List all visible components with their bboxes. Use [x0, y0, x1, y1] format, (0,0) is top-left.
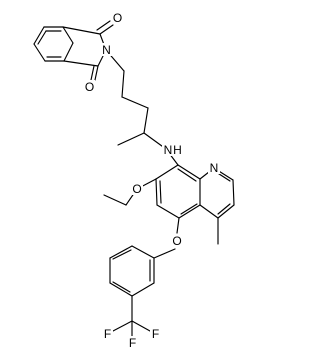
bond: [109, 282, 133, 297]
bond: [63, 42, 74, 62]
bond: [131, 245, 155, 259]
atom-fluorine-left: F: [102, 327, 113, 341]
bond: [155, 164, 179, 180]
bond: [94, 65, 99, 81]
atom-nitrogen-amine: N H: [162, 143, 184, 157]
atom-labels: O O N N H N O O F: [84, 11, 220, 350]
bond: [180, 203, 198, 215]
bond: [103, 194, 127, 206]
bond: [99, 24, 114, 35]
bond: [156, 204, 180, 219]
bond: [155, 178, 158, 206]
bond: [177, 168, 197, 182]
atom-oxygen-ether: O: [171, 234, 183, 248]
bond: [178, 204, 201, 219]
bond: [112, 249, 132, 260]
bond: [199, 204, 219, 219]
bond: [112, 320, 133, 332]
atom-fluorine-bottom: F: [127, 336, 138, 350]
bond: [121, 70, 125, 98]
atom-label: F: [152, 327, 159, 341]
atom-label: O: [172, 234, 181, 248]
atom-nitrogen-imide: N: [101, 43, 112, 57]
atom-label: F: [104, 327, 111, 341]
bond: [153, 248, 176, 259]
bond: [177, 164, 201, 180]
atom-label: O: [113, 11, 122, 25]
bond: [96, 20, 111, 31]
bond: [37, 30, 47, 45]
bond: [109, 245, 133, 259]
bond: [33, 43, 46, 62]
bond: [217, 203, 231, 215]
atom-label: N: [210, 161, 219, 175]
bond: [159, 180, 162, 204]
bond: [131, 282, 155, 297]
atom-label-hydrogen: H: [173, 143, 182, 157]
bond: [63, 60, 99, 67]
bond: [217, 204, 235, 219]
bond: [33, 26, 45, 45]
atom-oxygen-top: O: [112, 11, 123, 25]
atom-fluorine-right: F: [150, 327, 161, 341]
bond: [176, 217, 180, 234]
atom-label: N: [102, 43, 111, 57]
bond: [121, 96, 149, 109]
bonds: [33, 20, 235, 337]
molecule-structure-diagram: O O N N H N O O F: [33, 11, 235, 350]
bond: [112, 281, 131, 293]
atom-nitrogen-quinoline: N: [208, 161, 220, 175]
atom-label: F: [129, 336, 136, 350]
bond: [62, 26, 74, 44]
atom-oxygen-methoxy: O: [131, 182, 143, 196]
bond: [117, 132, 145, 146]
atom-label: O: [85, 80, 94, 94]
bond: [143, 107, 149, 134]
bond: [131, 320, 151, 332]
bond: [90, 65, 95, 81]
bond: [62, 26, 101, 35]
bond: [232, 179, 235, 206]
atom-label: N: [164, 143, 173, 157]
atom-oxygen-bottom: O: [84, 80, 95, 94]
atom-label: O: [132, 182, 141, 196]
